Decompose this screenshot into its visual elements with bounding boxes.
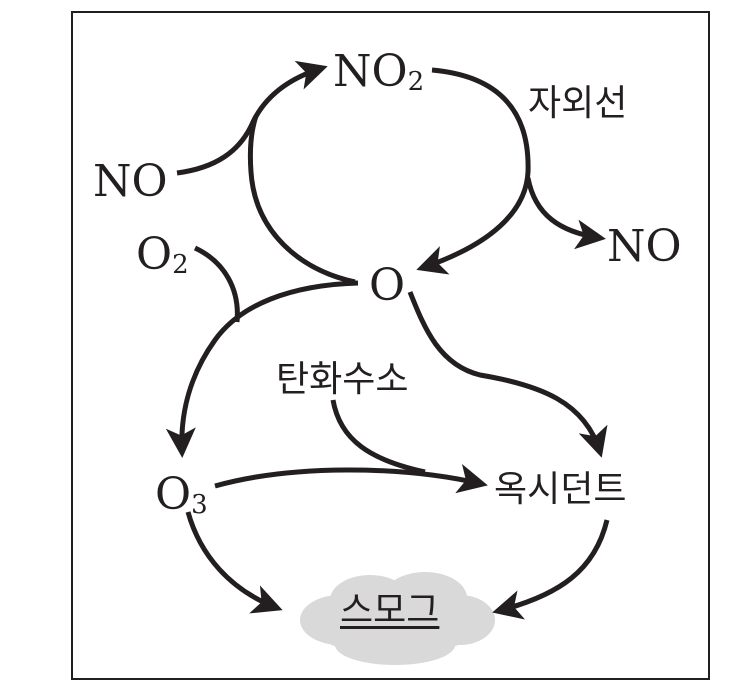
label-no2: NO2 — [333, 50, 425, 97]
arc-o2-to-junction — [193, 245, 240, 323]
label-o2: O2 — [136, 233, 189, 280]
label-uv: 자외선 — [528, 83, 628, 124]
o2-subscript: 2 — [172, 250, 189, 280]
label-hydrocarbon: 탄화수소 — [276, 359, 409, 400]
o3-base: O — [155, 469, 192, 520]
arrow-o3-to-smog — [185, 511, 283, 614]
arrow-o-to-o3 — [165, 280, 359, 458]
arrow-o3-to-oxidant — [214, 463, 488, 494]
arrow-branch-to-no — [525, 177, 606, 250]
arrow-no2-to-o — [416, 67, 531, 275]
o3-subscript: 3 — [191, 490, 208, 520]
arrow-o-to-oxidant — [407, 291, 608, 458]
arc-hydrocarbon-to-oxidant — [330, 399, 426, 475]
label-o3: O3 — [155, 473, 208, 520]
no2-base: NO — [333, 46, 408, 97]
label-no-left: NO — [93, 156, 168, 207]
arrow-oxidant-to-smog — [492, 519, 610, 620]
arc-o-to-junction — [247, 115, 356, 285]
no2-subscript: 2 — [407, 67, 425, 97]
label-no-right: NO — [607, 221, 682, 272]
diagram-frame — [71, 11, 710, 680]
label-smog: 스모그 — [340, 590, 440, 631]
label-oxidant: 옥시던트 — [494, 469, 627, 510]
label-o: O — [369, 260, 406, 311]
smog-cloud — [300, 572, 495, 665]
o2-base: O — [136, 229, 173, 280]
